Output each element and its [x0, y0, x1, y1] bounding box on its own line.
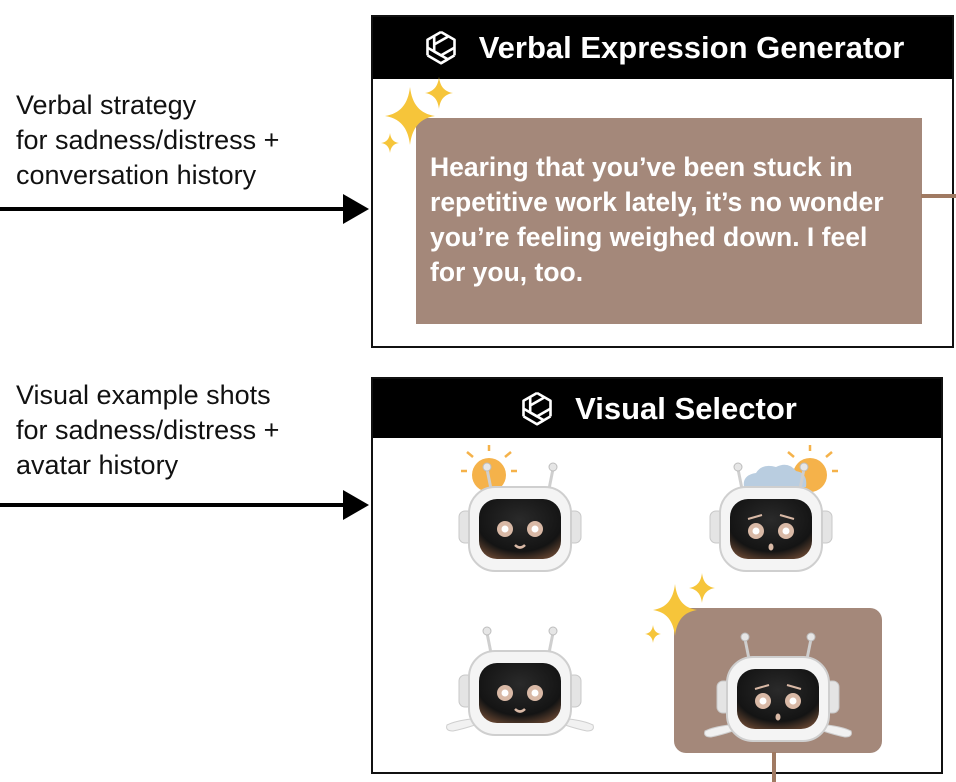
verbal-generator-header: Verbal Expression Generator — [373, 17, 952, 79]
verbal-output-connector — [921, 194, 956, 198]
visual-selector-header: Visual Selector — [373, 379, 941, 438]
sparkle-icon — [425, 77, 453, 109]
visual-selector-title: Visual Selector — [575, 390, 797, 426]
verbal-expression-generator-panel: Verbal Expression Generator Hearing that… — [371, 15, 954, 348]
avatar-option — [696, 445, 846, 585]
visual-selector-panel: Visual Selector — [371, 377, 943, 774]
sparkle-icon — [689, 573, 715, 603]
generated-message: Hearing that you’ve been stuck in repeti… — [416, 118, 922, 324]
visual-output-connector — [772, 752, 776, 782]
selected-avatar — [703, 615, 853, 755]
openai-logo-icon — [517, 389, 557, 429]
verbal-generator-title: Verbal Expression Generator — [478, 30, 905, 65]
verbal-input-label: Verbal strategy for sadness/distress + c… — [16, 90, 280, 190]
sun-cloud-icon — [743, 445, 838, 492]
avatar-option — [445, 609, 595, 749]
sparkle-icon — [381, 133, 399, 153]
openai-logo-icon — [421, 28, 461, 68]
sparkle-icon — [645, 625, 661, 643]
avatar-option — [445, 445, 595, 585]
visual-input-label: Visual example shots for sadness/distres… — [16, 380, 280, 480]
